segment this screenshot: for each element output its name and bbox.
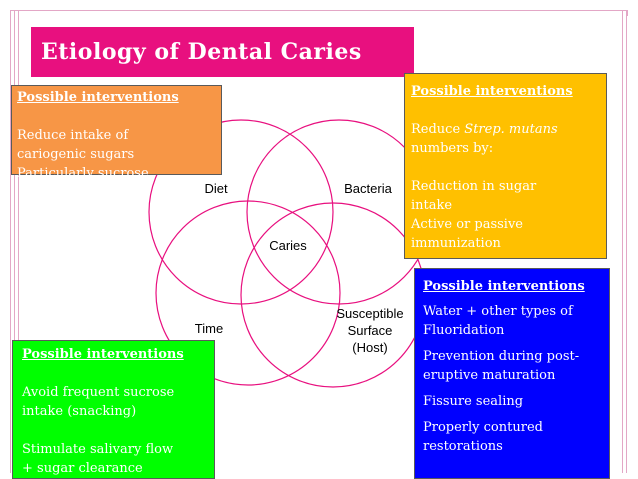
- box-line: Water + other types of: [423, 304, 573, 319]
- slide-frame-right: [620, 10, 630, 473]
- box-header: Possible interventions: [17, 90, 179, 105]
- time-circle: [155, 200, 341, 386]
- box-line: + sugar clearance: [22, 461, 143, 476]
- box-header: Possible interventions: [411, 84, 573, 99]
- box-line: cariogenic sugars: [17, 147, 135, 162]
- box-line: eruptive maturation: [423, 368, 556, 383]
- slide-frame-left: [10, 10, 20, 473]
- box-line: intake (snacking): [22, 404, 137, 419]
- surface-label-line3: (Host): [352, 340, 388, 355]
- box-line: intake: [411, 198, 453, 213]
- bacteria-interventions-box: Possible interventions Reduce Strep. mut…: [404, 73, 607, 259]
- box-line: Reduction in sugar: [411, 179, 537, 194]
- caries-label: Caries: [269, 238, 307, 253]
- box-line: Fissure sealing: [423, 394, 524, 409]
- box-header: Possible interventions: [22, 347, 184, 362]
- box-line: Properly contured: [423, 420, 543, 435]
- surface-label: Susceptible Surface (Host): [328, 305, 412, 356]
- box-header: Possible interventions: [423, 279, 585, 294]
- box-line-text: Reduce: [411, 122, 465, 137]
- box-line: Avoid frequent sucrose: [22, 385, 175, 400]
- box-line: immunization: [411, 236, 501, 251]
- box-line-italic: Strep. mutans: [464, 122, 558, 137]
- box-line: restorations: [423, 439, 503, 454]
- box-line: Particularly sucrose: [17, 166, 149, 181]
- box-line: Fluoridation: [423, 323, 505, 338]
- page-title: Etiology of Dental Caries: [31, 27, 414, 77]
- diet-label: Diet: [204, 181, 228, 196]
- diet-interventions-box: Possible interventions Reduce intake of …: [11, 85, 222, 181]
- box-line: Reduce Strep. mutans: [411, 120, 600, 139]
- surface-label-line1: Susceptible: [336, 306, 404, 321]
- bacteria-label: Bacteria: [344, 181, 392, 196]
- surface-label-line2: Surface: [347, 323, 393, 338]
- box-line: Active or passive: [411, 217, 524, 232]
- time-interventions-box: Possible interventions Avoid frequent su…: [12, 340, 215, 479]
- time-label: Time: [194, 321, 224, 336]
- box-line: Reduce intake of: [17, 128, 129, 143]
- host-interventions-box: Possible interventions Water + other typ…: [414, 268, 610, 479]
- box-line: numbers by:: [411, 141, 494, 156]
- box-line: Stimulate salivary flow: [22, 442, 174, 457]
- box-line: Prevention during post-: [423, 349, 580, 364]
- surface-circle: [240, 202, 426, 388]
